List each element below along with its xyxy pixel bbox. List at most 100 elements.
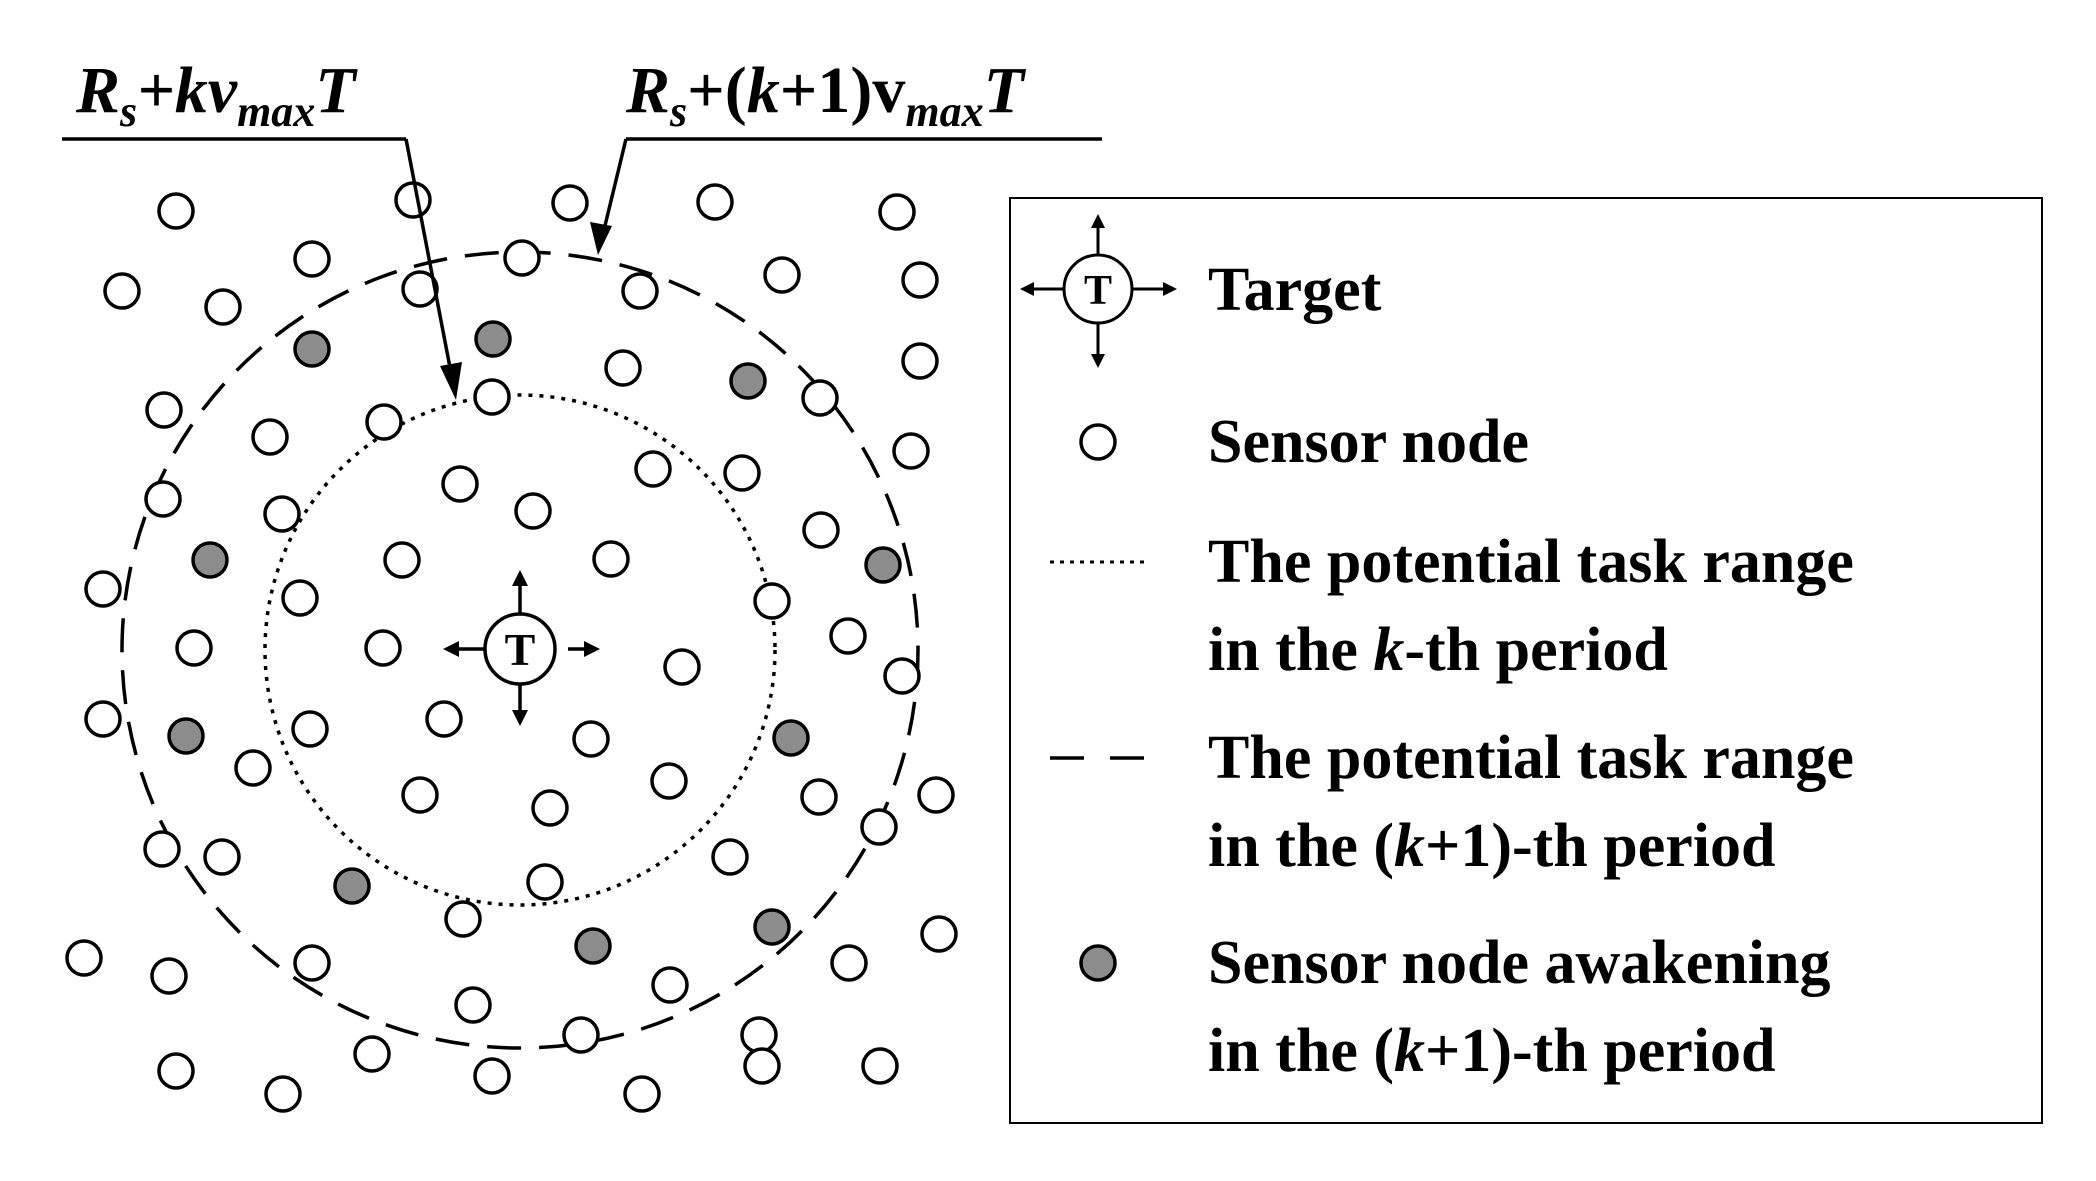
sensor-node: [562, 1016, 600, 1054]
awake-sensor-node: [474, 320, 512, 358]
sensor-node: [763, 256, 801, 294]
awake-sensor-node: [333, 867, 371, 905]
awake-sensor-node: [772, 719, 810, 757]
sensor-node: [103, 272, 141, 310]
sensor-node: [604, 349, 642, 387]
awake-sensor-node: [753, 908, 791, 946]
legend-target-label: Target: [1208, 256, 1382, 324]
sensor-node: [365, 403, 403, 441]
legend-item-awakening: Sensor node awakening in the (k+1)-th pe…: [1079, 929, 1830, 1085]
sensor-node: [753, 582, 791, 620]
sensor-node: [175, 629, 213, 667]
awake-sensor-node: [574, 927, 612, 965]
sensor-node: [917, 776, 955, 814]
sensor-node: [144, 480, 182, 518]
sensor-node: [696, 183, 734, 221]
sensor-node: [526, 863, 564, 901]
sensor-node: [651, 966, 689, 1004]
legend-kth-range-line1: The potential task range: [1208, 528, 1854, 596]
awake-sensor-node: [167, 717, 205, 755]
svg-text:T: T: [1084, 268, 1112, 314]
sensor-node: [473, 1057, 511, 1095]
target-symbol: T: [505, 624, 536, 675]
sensor-node: [145, 391, 183, 429]
sensor-node: [801, 379, 839, 417]
sensor-node: [441, 465, 479, 503]
sensor-node: [157, 1052, 195, 1090]
sensor-node: [291, 710, 329, 748]
sensor-node: [425, 700, 463, 738]
sensor-node: [293, 944, 331, 982]
open-circle-icon: [1079, 423, 1117, 461]
kth-period-range-circle: [263, 393, 777, 907]
awake-sensor-node: [864, 546, 902, 584]
sensor-nodes-group: [65, 181, 958, 1113]
sensor-node: [84, 700, 122, 738]
sensor-node: [264, 1075, 302, 1113]
legend-k1th-range-line1: The potential task range: [1208, 724, 1854, 792]
sensor-node: [830, 944, 868, 982]
sensor-node: [743, 1047, 781, 1085]
legend-sensor-node-label: Sensor node: [1208, 408, 1529, 476]
sensor-node: [383, 541, 421, 579]
legend-item-kth-range: The potential task range in the k-th per…: [1050, 528, 1854, 684]
sensor-node: [901, 261, 939, 299]
sensor-node: [592, 540, 630, 578]
sensor-node: [860, 808, 898, 846]
sensor-node: [394, 181, 432, 219]
legend: T Target Sensor node The potential task …: [1009, 197, 2043, 1124]
sensor-node: [920, 915, 958, 953]
sensor-node: [204, 288, 242, 326]
sensor-node: [503, 239, 541, 277]
outer-radius-label: Rs+(k+1)vmaxT: [625, 54, 1027, 136]
legend-item-k1th-range: The potential task range in the (k+1)-th…: [1050, 724, 1854, 880]
sensor-node: [634, 450, 672, 488]
legend-item-target: T Target: [1020, 214, 1382, 368]
awake-sensor-node: [729, 362, 767, 400]
sensor-node: [234, 749, 272, 787]
target-icon: T: [1020, 214, 1177, 368]
outer-radius-annotation: Rs+(k+1)vmaxT: [590, 54, 1102, 255]
sensor-node: [878, 193, 916, 231]
sensor-node: [401, 270, 439, 308]
sensor-node: [861, 1047, 899, 1085]
sensor-node: [65, 939, 103, 977]
legend-awakening-line2: in the (k+1)-th period: [1208, 1017, 1775, 1085]
sensor-node: [364, 629, 402, 667]
sensor-node: [623, 1075, 661, 1113]
sensor-node: [572, 720, 610, 758]
sensor-node: [883, 657, 921, 695]
sensor-node: [800, 778, 838, 816]
legend-box: [1009, 197, 2043, 1124]
sensor-node: [740, 1016, 778, 1054]
sensor-node: [802, 511, 840, 549]
sensor-node: [353, 1035, 391, 1073]
sensor-node: [892, 432, 930, 470]
filled-circle-icon: [1079, 944, 1117, 982]
inner-radius-annotation: Rs+kvmaxT: [62, 54, 462, 400]
legend-k1th-range-line2: in the (k+1)-th period: [1208, 812, 1775, 880]
sensor-node: [829, 617, 867, 655]
sensor-node: [444, 900, 482, 938]
sensor-node: [901, 342, 939, 380]
sensor-node: [531, 789, 569, 827]
sensor-node: [663, 648, 701, 686]
sensor-node: [621, 272, 659, 310]
sensor-node: [723, 454, 761, 492]
awake-sensor-node: [293, 330, 331, 368]
sensor-node: [84, 570, 122, 608]
sensor-node: [454, 986, 492, 1024]
sensor-node: [293, 240, 331, 278]
sensor-node: [514, 492, 552, 530]
legend-item-sensor-node: Sensor node: [1079, 408, 1529, 476]
sensor-node: [251, 418, 289, 456]
sensor-node: [150, 957, 188, 995]
target-marker: T: [443, 570, 600, 726]
sensor-node: [401, 776, 439, 814]
sensor-node: [650, 762, 688, 800]
sensor-node: [263, 495, 301, 533]
legend-awakening-line1: Sensor node awakening: [1208, 929, 1830, 997]
sensor-node: [157, 192, 195, 230]
sensor-node: [281, 579, 319, 617]
